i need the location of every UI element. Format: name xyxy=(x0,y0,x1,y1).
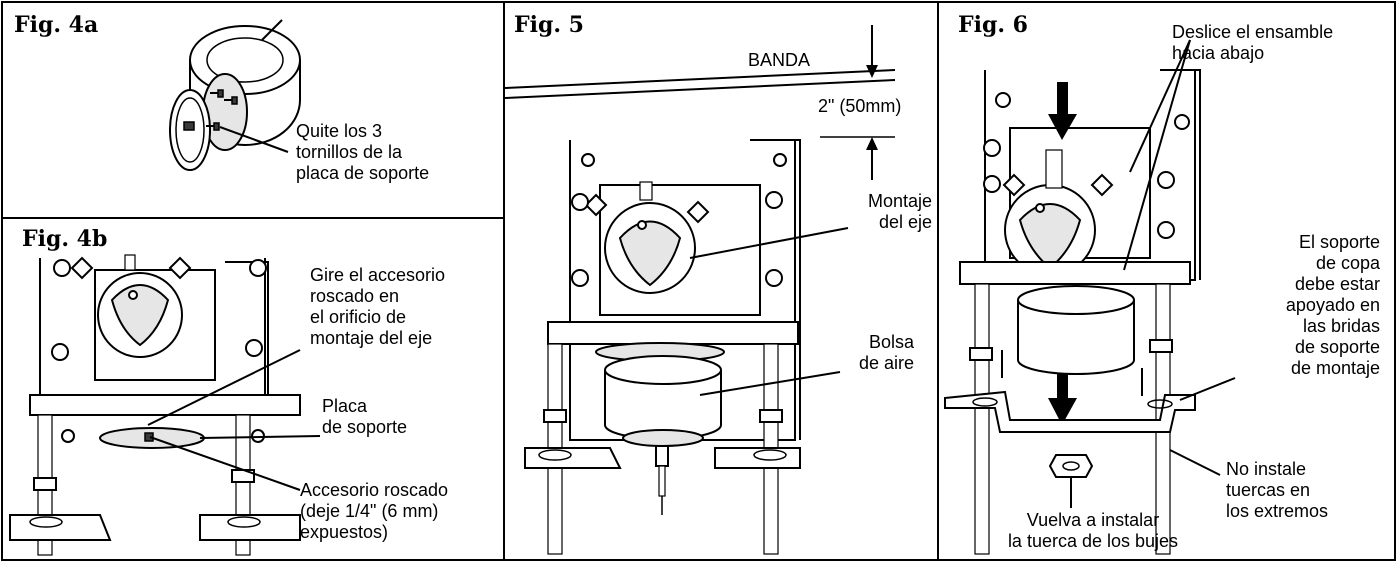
fig5-belt-label: BANDA xyxy=(748,50,811,70)
callout-line: Accesorio roscado xyxy=(300,480,449,500)
callout-line: de copa xyxy=(1315,253,1380,273)
callout-line: El soporte xyxy=(1298,232,1380,252)
callout-line: las bridas xyxy=(1302,316,1380,336)
callout-line: (deje 1/4" (6 mm) xyxy=(300,501,439,521)
fig4b-callout-plate: Placa de soporte xyxy=(322,396,407,438)
callout-line: Placa xyxy=(322,396,368,416)
callout-line: el orificio de xyxy=(310,307,407,327)
callout-line: Quite los 3 xyxy=(296,121,383,141)
callout-line: roscado en xyxy=(310,286,400,306)
callout-line: No instale xyxy=(1226,459,1307,479)
callout-line: la tuerca de los bujes xyxy=(1007,531,1179,551)
callout-line: montaje del eje xyxy=(310,328,433,348)
fig4a-title: Fig. 4a xyxy=(14,12,99,38)
callout-line: de montaje xyxy=(1290,358,1380,378)
fig5-gap-dimension: 2" (50mm) xyxy=(818,96,902,116)
fig6-callout-cup-support: El soporte de copa debe estar apoyado en… xyxy=(1230,232,1380,379)
fig6-title: Fig. 6 xyxy=(958,12,1028,38)
callout-line: expuestos) xyxy=(300,522,389,542)
callout-line: hacia abajo xyxy=(1172,43,1265,63)
fig5-title: Fig. 5 xyxy=(514,12,584,38)
fig4b-callout-threaded: Gire el accesorio roscado en el orificio… xyxy=(310,265,445,349)
callout-line: apoyado en xyxy=(1285,295,1380,315)
callout-line: Deslice el ensamble xyxy=(1172,22,1334,42)
callout-line: del eje xyxy=(878,212,932,232)
fig6-callout-slide: Deslice el ensamble hacia abajo xyxy=(1172,22,1333,64)
fig6-drawing xyxy=(944,39,1236,555)
callout-line: de aire xyxy=(858,353,914,373)
callout-line: los extremos xyxy=(1226,501,1329,521)
fig4a-callout-remove-screws: Quite los 3 tornillos de la placa de sop… xyxy=(296,121,429,184)
callout-line: Montaje xyxy=(867,191,932,211)
fig6-callout-no-nuts: No instale tuercas en los extremos xyxy=(1226,459,1328,522)
callout-line: Bolsa xyxy=(868,332,914,352)
fig4b-callout-fitting: Accesorio roscado (deje 1/4" (6 mm) expu… xyxy=(300,480,448,543)
callout-line: de soporte xyxy=(1294,337,1380,357)
callout-line: tornillos de la xyxy=(296,142,403,162)
fig4b-drawing xyxy=(9,254,321,556)
fig4b-title: Fig. 4b xyxy=(22,226,108,252)
callout-line: Gire el accesorio xyxy=(310,265,446,285)
fig5-callout-airbag: Bolsa de aire xyxy=(818,332,914,374)
callout-line: debe estar xyxy=(1294,274,1380,294)
fig4a-airbag-drawing xyxy=(169,19,301,171)
fig5-callout-axle: Montaje del eje xyxy=(836,191,932,233)
callout-line: placa de soporte xyxy=(296,163,430,183)
fig5-drawing xyxy=(504,25,896,555)
callout-line: Vuelva a instalar xyxy=(1026,510,1160,530)
callout-line: tuercas en xyxy=(1226,480,1311,500)
callout-line: de soporte xyxy=(322,417,408,437)
fig6-callout-reinstall-nut: Vuelva a instalar la tuerca de los bujes xyxy=(998,510,1188,552)
